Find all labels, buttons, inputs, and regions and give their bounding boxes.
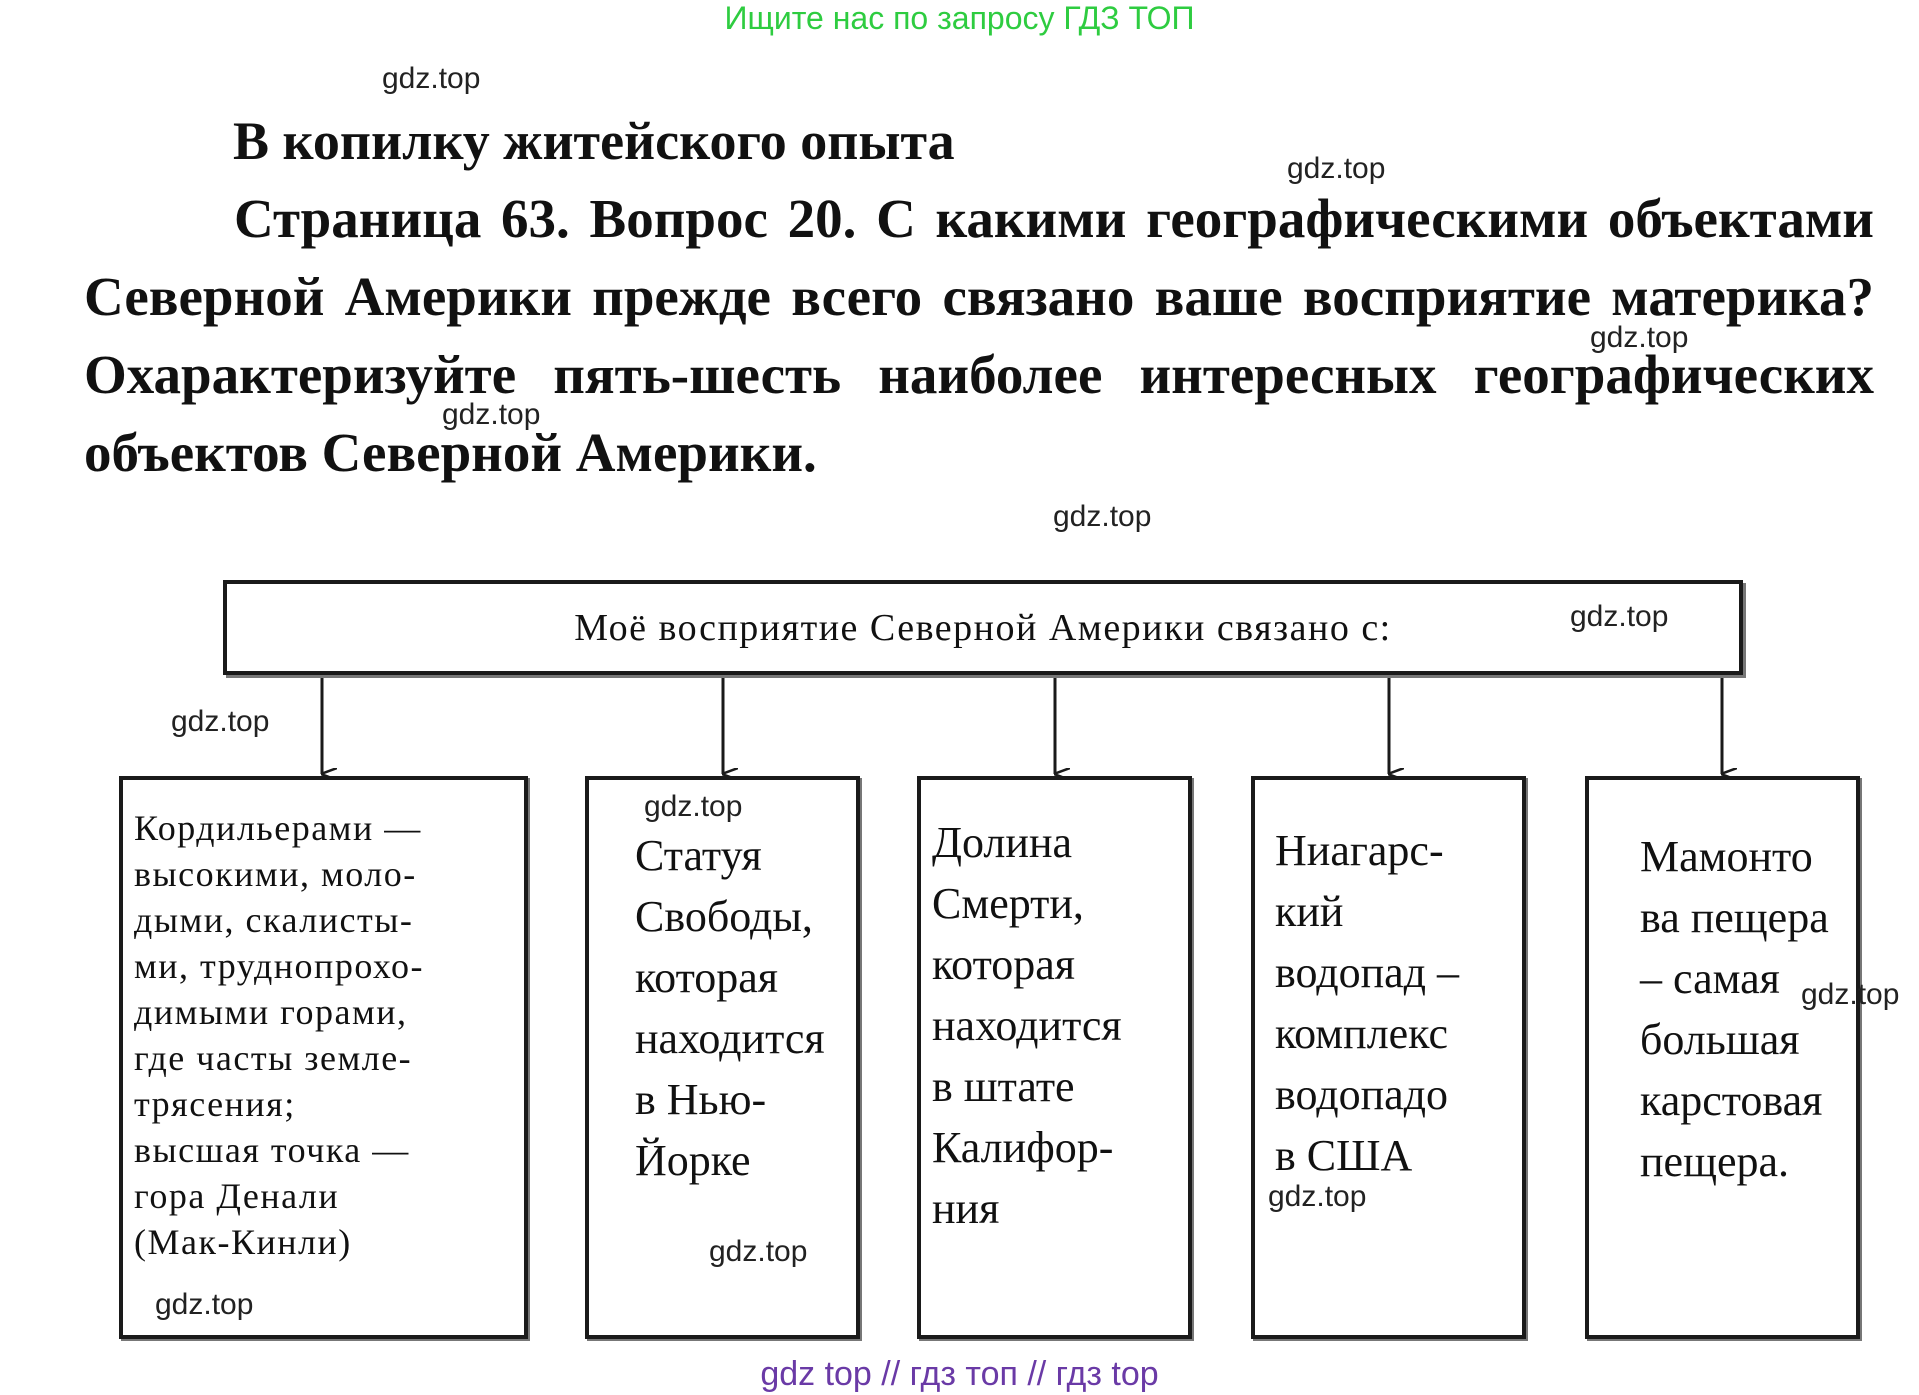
question-text: Страница 63. Вопрос 20. С какими географ… bbox=[84, 188, 1874, 483]
box-text-niagara: Ниагарс- кий водопад – комплекс водопадо… bbox=[1275, 826, 1460, 1180]
watermark: gdz.top bbox=[1053, 500, 1152, 533]
footer-links: gdz top // гдз топ // гдз top bbox=[760, 1355, 1159, 1393]
box-text-cordilleras: Кордильерами — высокими, моло- дыми, ска… bbox=[134, 808, 425, 1262]
watermark: gdz.top bbox=[644, 790, 743, 823]
box-text-mammoth-cave: Мамонто ва пещера – самая большая карсто… bbox=[1640, 832, 1829, 1186]
watermark: gdz.top bbox=[1801, 978, 1900, 1011]
box-statue-of-liberty bbox=[585, 776, 860, 1339]
watermark: gdz.top bbox=[1268, 1180, 1367, 1213]
watermark: gdz.top bbox=[1590, 321, 1689, 354]
box-niagara bbox=[1251, 776, 1526, 1339]
watermark: gdz.top bbox=[382, 62, 481, 95]
watermark: gdz.top bbox=[1287, 152, 1386, 185]
search-banner: Ищите нас по запросу ГДЗ ТОП bbox=[724, 0, 1195, 36]
watermark: gdz.top bbox=[155, 1288, 254, 1321]
box-text-statue-of-liberty: Статуя Свободы, которая находится в Нью-… bbox=[635, 831, 825, 1185]
watermark: gdz.top bbox=[442, 398, 541, 431]
diagram-top-label: Моё восприятие Северной Америки связано … bbox=[574, 607, 1392, 649]
watermark: gdz.top bbox=[171, 705, 270, 738]
diagram-top-box bbox=[223, 580, 1743, 675]
section-heading: В копилку житейского опыта bbox=[233, 111, 955, 171]
box-death-valley bbox=[917, 776, 1192, 1339]
box-text-death-valley: Долина Смерти, которая находится в штате… bbox=[932, 818, 1122, 1233]
watermark: gdz.top bbox=[1570, 600, 1669, 633]
watermark: gdz.top bbox=[709, 1235, 808, 1268]
box-cordilleras bbox=[119, 776, 528, 1339]
box-mammoth-cave bbox=[1585, 776, 1860, 1339]
